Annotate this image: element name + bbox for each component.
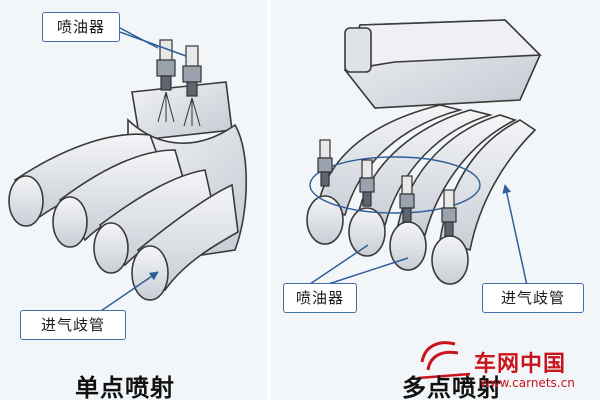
right-manifold-label: 进气歧管 bbox=[482, 283, 584, 313]
watermark-text: 车网中国 bbox=[474, 352, 567, 377]
carnets-logo bbox=[417, 341, 471, 380]
left-caption: 单点喷射 bbox=[75, 374, 175, 402]
panel-divider bbox=[267, 0, 271, 400]
left-injector-label: 喷油器 bbox=[42, 12, 120, 42]
right-injector-label: 喷油器 bbox=[283, 283, 357, 313]
left-manifold-leader bbox=[94, 271, 159, 316]
left-injector-leader bbox=[119, 27, 159, 49]
right-injector-leader bbox=[309, 244, 369, 285]
left-manifold-label: 进气歧管 bbox=[20, 310, 126, 340]
single-point-manifold bbox=[8, 81, 248, 301]
multi-point-injectors bbox=[317, 139, 457, 237]
right-caption: 多点喷射 bbox=[402, 374, 502, 402]
right-manifold-leader bbox=[502, 184, 529, 291]
single-point-injectors bbox=[156, 39, 202, 127]
watermark-url: www.carnets.cn bbox=[480, 376, 575, 390]
multi-point-manifold bbox=[306, 19, 542, 285]
